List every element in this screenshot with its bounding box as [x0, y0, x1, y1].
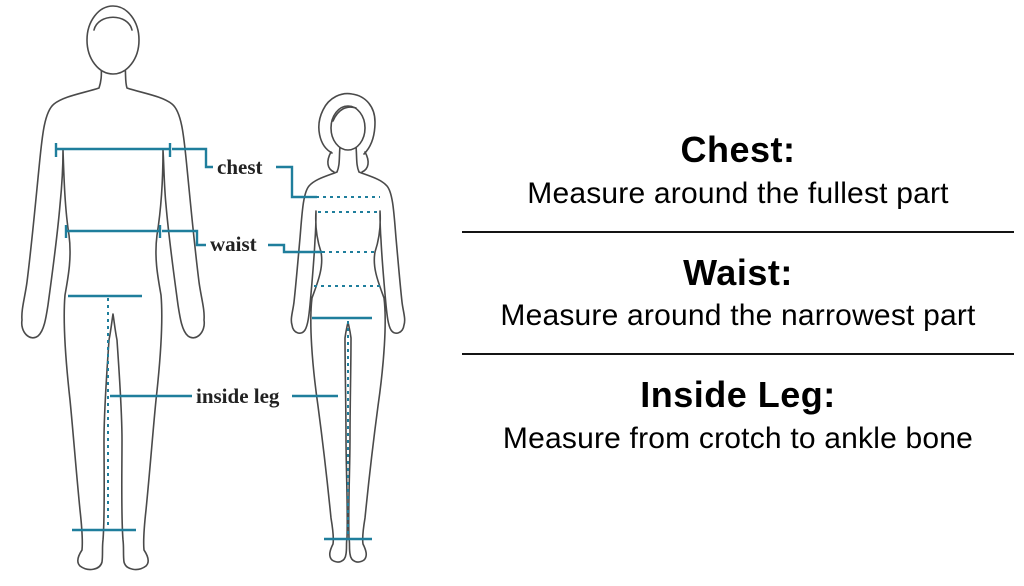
inside-leg-instruction-text: Measure from crotch to ankle bone — [502, 421, 974, 455]
female-hair-curl-left — [327, 151, 335, 173]
inside-leg-heading: Inside Leg: — [640, 374, 836, 416]
instruction-waist: Waist: Measure around the narrowest part — [462, 252, 1014, 334]
female-hair — [318, 92, 376, 155]
waist-instruction-text: Measure around the narrowest part — [500, 299, 976, 333]
waist-label: waist — [210, 232, 257, 256]
chest-heading: Chest: — [680, 129, 796, 171]
male-hair — [93, 16, 133, 31]
instruction-chest: Chest: Measure around the fullest part — [462, 129, 1014, 211]
divider-1 — [462, 230, 1014, 233]
inside-leg-label: inside leg — [196, 384, 280, 408]
measurement-diagram: chest waist — [0, 0, 460, 586]
measurement-diagram-svg: chest waist — [20, 5, 406, 571]
male-head — [86, 5, 140, 75]
female-body-outline — [290, 145, 406, 563]
chest-label: chest — [217, 155, 263, 179]
female-head — [330, 105, 366, 151]
female-hair-curl-right — [361, 151, 369, 173]
waist-heading: Waist: — [683, 251, 793, 293]
chest-measurement: chest — [54, 143, 380, 213]
waist-measurement: waist — [64, 225, 382, 287]
male-body-outline — [20, 63, 206, 571]
chest-instruction-text: Measure around the fullest part — [527, 176, 949, 210]
female-fringe — [332, 106, 357, 122]
divider-2 — [462, 353, 1014, 356]
inside-leg-measurement: inside leg — [68, 294, 372, 541]
instruction-inside-leg: Inside Leg: Measure from crotch to ankle… — [462, 374, 1014, 456]
instructions-panel: Chest: Measure around the fullest part W… — [460, 0, 1024, 586]
male-figure — [20, 5, 206, 571]
